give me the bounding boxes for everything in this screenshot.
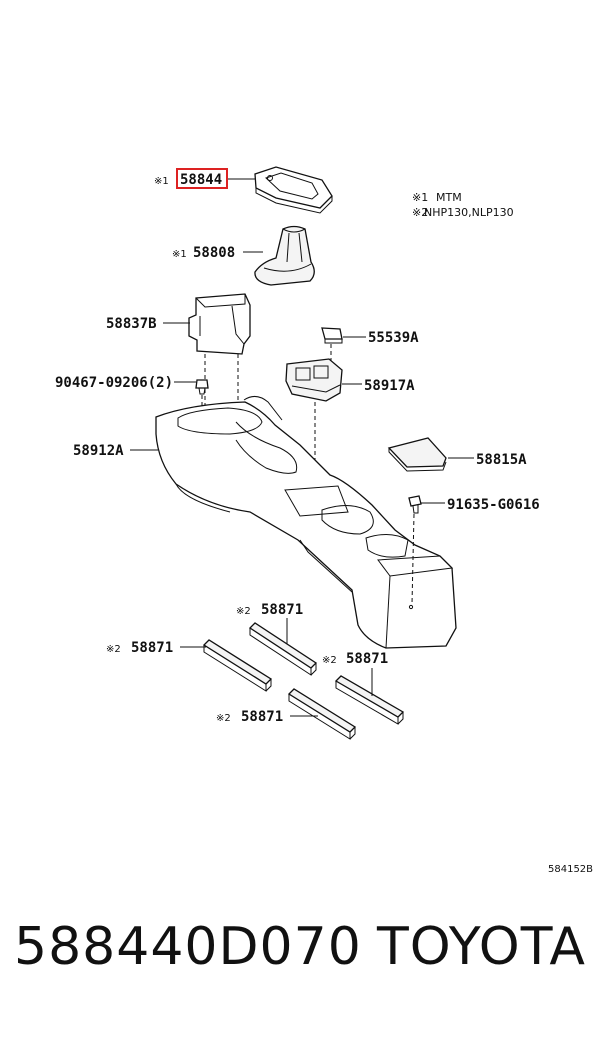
callout-58808[interactable]: ※1 58808 (172, 245, 263, 261)
part-58808-shift-boot (254, 225, 315, 286)
callout-58844[interactable]: ※1 58844 (154, 168, 256, 189)
callout-58844-label: 58844 (180, 172, 222, 188)
callout-58837b[interactable]: 58837B (106, 316, 190, 332)
part-number: 588440D070 (14, 917, 362, 977)
callout-91635-label: 91635-G0616 (447, 497, 540, 513)
note-text-1: MTM (436, 191, 462, 204)
callout-90467[interactable]: 90467-09206(2) (55, 375, 196, 391)
part-58815a-mat (387, 437, 447, 472)
callout-58871-top[interactable]: ※2 58871 (236, 602, 303, 644)
callout-58844-mark: ※1 (154, 176, 169, 187)
highlight-box (176, 168, 228, 189)
notes-legend: ※1 MTM ※2 NHP130,NLP130 (412, 191, 514, 219)
callout-90467-label: 90467-09206(2) (55, 375, 173, 391)
callout-58808-label: 58808 (193, 245, 235, 261)
callout-58871-top-mark: ※2 (236, 606, 251, 617)
brand-name: TOYOTA (377, 917, 586, 977)
part-58837b-bracket (188, 293, 251, 355)
callout-58871-bottom-mark: ※2 (216, 713, 231, 724)
diagram-code: 584152B (548, 864, 593, 875)
callout-55539a-label: 55539A (368, 330, 419, 346)
part-91635-screw (408, 495, 422, 514)
note-mark-2: ※2 (412, 206, 428, 219)
note-mark-1: ※1 (412, 191, 428, 204)
callout-58871-left-label: 58871 (131, 640, 173, 656)
callout-58917a-label: 58917A (364, 378, 415, 394)
callout-58815a-label: 58815A (476, 452, 527, 468)
callout-58815a[interactable]: 58815A (448, 452, 527, 468)
callout-58912a[interactable]: 58912A (73, 443, 158, 459)
callout-58871-right[interactable]: ※2 58871 (322, 651, 388, 696)
callout-58871-top-label: 58871 (261, 602, 303, 618)
part-58871-pad-d (287, 688, 357, 740)
callout-55539a[interactable]: 55539A (343, 330, 419, 346)
part-58917a-switch-panel (285, 358, 343, 402)
part-58871-pad-b (202, 639, 273, 692)
callout-58871-left-mark: ※2 (106, 644, 121, 655)
part-58912a-console-box (155, 396, 457, 649)
callout-58837b-label: 58837B (106, 316, 157, 332)
part-58871-pad-c (334, 675, 405, 725)
callout-91635[interactable]: 91635-G0616 (421, 497, 540, 513)
callout-58871-right-mark: ※2 (322, 655, 337, 666)
callout-58912a-label: 58912A (73, 443, 124, 459)
part-90467-clip (195, 379, 209, 395)
footer-bar: 588440D070 TOYOTA (0, 905, 600, 995)
note-text-2: NHP130,NLP130 (424, 206, 514, 219)
callout-58871-left[interactable]: ※2 58871 (106, 640, 206, 656)
callout-58808-mark: ※1 (172, 249, 187, 260)
callout-58871-bottom[interactable]: ※2 58871 (216, 709, 318, 725)
part-58844-shift-bezel (254, 166, 333, 214)
callout-58917a[interactable]: 58917A (342, 378, 415, 394)
callout-58871-right-label: 58871 (346, 651, 388, 667)
part-58871-pad-a (248, 622, 318, 676)
callout-58871-bottom-label: 58871 (241, 709, 283, 725)
part-55539a-clip (321, 327, 343, 344)
